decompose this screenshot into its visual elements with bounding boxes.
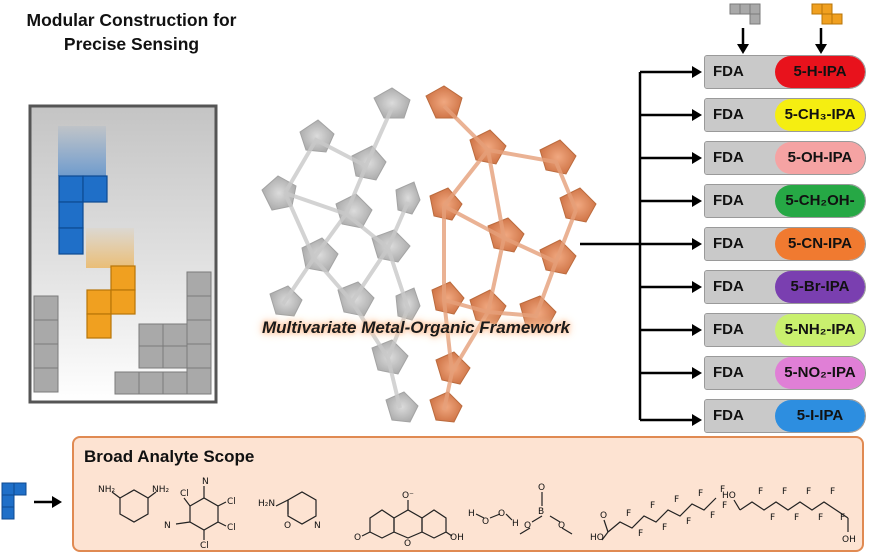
- label-f: F: [686, 517, 691, 527]
- label-f: F: [710, 511, 715, 521]
- label-f: F: [674, 495, 679, 505]
- label-o-per-2: O: [498, 509, 505, 519]
- mof-framework: [261, 85, 597, 423]
- label-f: F: [794, 513, 799, 523]
- label-f: F: [840, 513, 845, 523]
- figure-title: Modular Construction for Precise Sensing: [4, 8, 259, 56]
- label-f: F: [626, 509, 631, 519]
- molecule-nicotinamide: [275, 491, 317, 525]
- ligand-label: 5-CN-IPA: [775, 228, 865, 260]
- blue-ghost: [58, 126, 106, 176]
- label-n-pyr: N: [314, 521, 321, 531]
- label-o-ring: O: [404, 539, 411, 549]
- blue-piece-icon: [1, 482, 27, 520]
- label-f: F: [758, 487, 763, 497]
- label-f: F: [722, 501, 727, 511]
- label-o-bor-1: O: [524, 521, 531, 531]
- ligand-label: 5-I-IPA: [775, 400, 865, 432]
- analyte-molecules: NH₂ NH₂ Cl N Cl Cl Cl N H₂N O N O⁻ O O O…: [98, 477, 856, 551]
- label-cl-3: Cl: [227, 523, 236, 533]
- ligand-label: 5-OH-IPA: [775, 142, 865, 174]
- label-f: F: [720, 485, 725, 495]
- molecule-resorufin: [361, 500, 453, 539]
- label-f: F: [830, 487, 835, 497]
- label-o-pfoa: O: [600, 511, 607, 521]
- analyte-arrow: [34, 496, 62, 508]
- label-ho-pfoa: HO: [590, 533, 604, 543]
- molecule-perfluoro-acid-2: [733, 499, 849, 532]
- label-oh-resorufin: OH: [450, 533, 464, 543]
- label-cl-1: Cl: [180, 489, 189, 499]
- orange-ghost: [86, 228, 134, 268]
- ligand-label: 5-NH₂-IPA: [775, 314, 865, 346]
- gray-piece-icon: [729, 3, 761, 25]
- label-h-1: H: [468, 509, 475, 519]
- label-oh-diacid: OH: [842, 535, 856, 545]
- label-f: F: [782, 487, 787, 497]
- label-f: F: [638, 529, 643, 539]
- label-h-2: H: [512, 519, 519, 529]
- label-o-bor-3: O: [538, 483, 545, 493]
- label-cl-4: Cl: [200, 541, 209, 551]
- label-f: F: [650, 501, 655, 511]
- label-f: F: [818, 513, 823, 523]
- orange-piece-icon: [811, 3, 843, 25]
- label-f: F: [662, 523, 667, 533]
- label-n-1: N: [202, 477, 209, 487]
- molecule-tetrachloroterephthalonitrile: [175, 486, 227, 540]
- title-line-2: Precise Sensing: [63, 34, 200, 54]
- ligand-label: 5-H-IPA: [775, 56, 865, 88]
- label-o-bor-2: O: [558, 521, 565, 531]
- mof-label: Multivariate Metal-Organic Framework: [262, 318, 570, 337]
- label-cl-2: Cl: [227, 497, 236, 507]
- branch-arrows: [640, 66, 702, 426]
- label-f: F: [806, 487, 811, 497]
- ligand-label: 5-Br-IPA: [775, 271, 865, 303]
- label-nh2-b: NH₂: [152, 485, 170, 495]
- title-line-1: Modular Construction for: [26, 10, 237, 30]
- molecule-perfluoro-acid-1: [601, 497, 717, 541]
- label-n-2: N: [164, 521, 171, 531]
- label-o-ketone: O: [354, 533, 361, 543]
- blue-tetromino: [58, 175, 108, 255]
- molecule-hydrogen-peroxide: [475, 513, 513, 521]
- molecule-trimethyl-borate: [519, 492, 573, 535]
- orange-tetromino: [86, 265, 136, 339]
- ligand-label: 5-CH₂OH-IPA: [775, 185, 865, 217]
- label-h2n: H₂N: [258, 499, 275, 509]
- gray-block-stack: [33, 271, 212, 395]
- label-o-amide: O: [284, 521, 291, 531]
- mof-gray-half: [261, 87, 421, 423]
- label-b: B: [538, 507, 544, 517]
- molecule-phenylenediamine: [111, 489, 157, 523]
- label-o-per-1: O: [482, 517, 489, 527]
- analyte-scope-title: Broad Analyte Scope: [84, 447, 255, 466]
- label-nh2-a: NH₂: [98, 485, 116, 495]
- ligand-label: 5-CH₃-IPA: [775, 99, 865, 131]
- down-arrows: [737, 28, 827, 54]
- ligand-label: 5-NO₂-IPA: [775, 357, 865, 389]
- label-ho-diacid: HO: [722, 491, 736, 501]
- label-f: F: [698, 489, 703, 499]
- label-o-minus: O⁻: [402, 491, 414, 501]
- label-f: F: [770, 513, 775, 523]
